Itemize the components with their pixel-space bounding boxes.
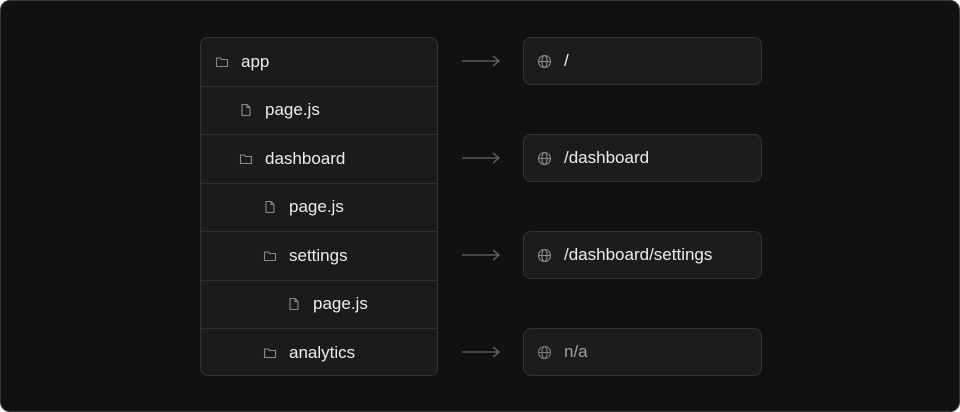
file-icon [239,103,253,117]
route-label: /dashboard [564,148,650,167]
tree-item-page-js: page.js [201,281,437,329]
tree-item-label: dashboard [265,148,346,168]
route-dashboard: /dashboard [523,134,762,182]
tree-item-label: analytics [289,343,356,363]
arrow-right-icon [462,55,501,67]
tree-item-label: app [241,51,270,71]
file-icon [263,200,277,214]
globe-icon [537,345,552,360]
folder-icon [239,152,253,166]
tree-item-label: page.js [313,294,368,314]
tree-item-app: app [201,38,437,87]
tree-item-dashboard: dashboard [201,135,437,184]
tree-item-label: settings [289,245,348,265]
route-label: / [564,51,569,70]
route-root: / [523,37,762,85]
tree-item-label: page.js [289,197,344,217]
folder-tree: app page.js dashboard page.js settings [200,37,438,376]
folder-icon [263,346,277,360]
tree-item-label: page.js [265,100,320,120]
tree-item-settings: settings [201,232,437,281]
arrow-right-icon [462,249,501,261]
globe-icon [537,248,552,263]
arrow-right-icon [462,152,501,164]
route-not-applicable: n/a [523,328,762,376]
folder-icon [263,249,277,263]
route-label: /dashboard/settings [564,245,713,264]
tree-item-page-js: page.js [201,184,437,232]
route-dashboard-settings: /dashboard/settings [523,231,762,279]
globe-icon [537,54,552,69]
tree-item-analytics: analytics [201,329,437,375]
route-label: n/a [564,342,588,361]
globe-icon [537,151,552,166]
arrow-right-icon [462,346,501,358]
file-icon [287,297,301,311]
folder-icon [215,55,229,69]
tree-item-page-js: page.js [201,87,437,135]
